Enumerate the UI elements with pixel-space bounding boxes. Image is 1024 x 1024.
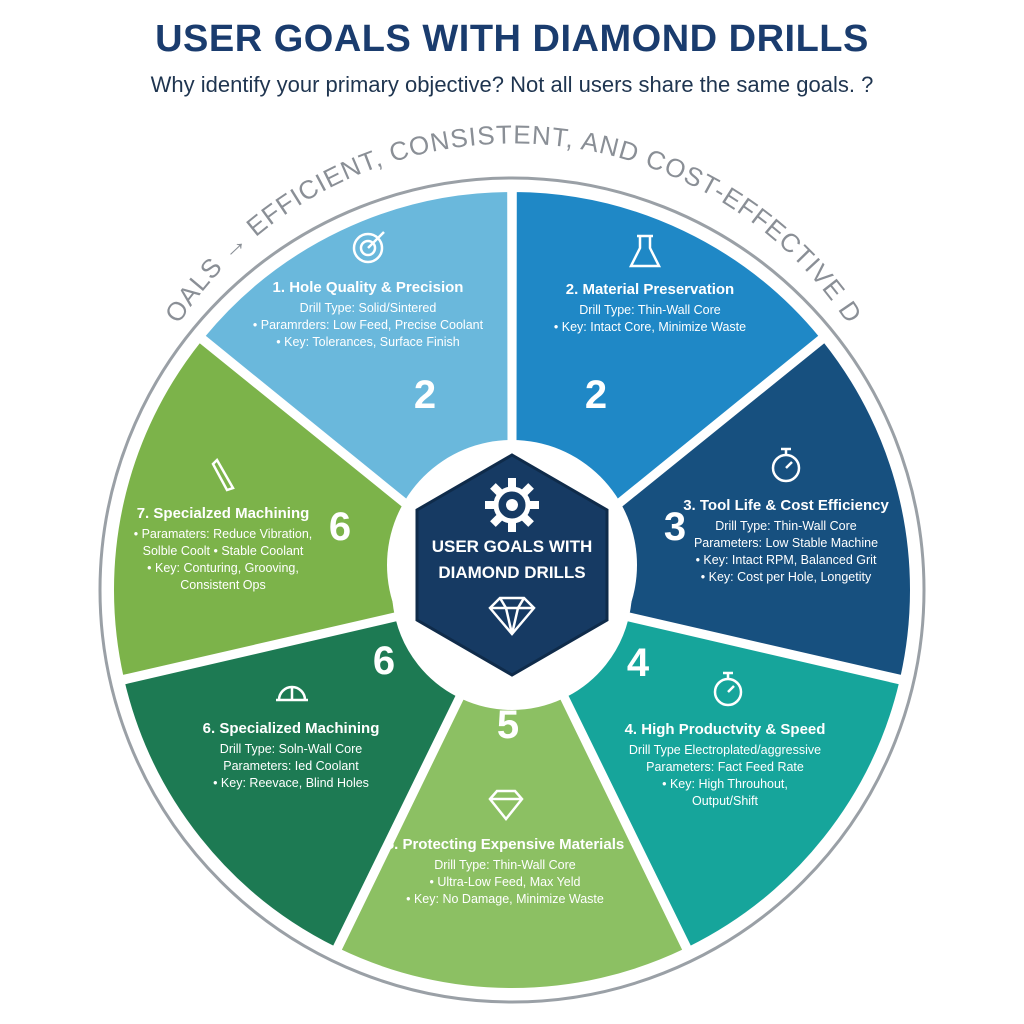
segment-detail-line: Consistent Ops bbox=[180, 578, 265, 592]
stopwatch-dollar-icon bbox=[771, 447, 801, 483]
segment-detail-line: • Key: Conturing, Grooving, bbox=[147, 561, 299, 575]
outer-ring bbox=[98, 176, 926, 1004]
center-hexagon bbox=[415, 453, 609, 677]
page-title: USER GOALS WITH DIAMOND DRILLS bbox=[155, 18, 869, 60]
segment-detail-line: Parameters: Ied Coolant bbox=[223, 759, 359, 773]
diamond-icon bbox=[488, 596, 536, 636]
segment-title: 1. Hole Quality & Precision bbox=[273, 279, 464, 296]
segment-number: 6 bbox=[329, 505, 351, 549]
segment-number: 4 bbox=[627, 641, 650, 685]
segment-wedge bbox=[336, 694, 688, 992]
segment-title: 3. Tool Life & Cost Efficiency bbox=[683, 497, 889, 514]
segment-number: 3 bbox=[664, 505, 686, 549]
segment-detail-line: Drill Type: Thin-Wall Core bbox=[434, 858, 576, 872]
gear-icon bbox=[485, 478, 539, 532]
stopwatch-icon bbox=[713, 671, 743, 707]
flask-icon bbox=[628, 234, 662, 268]
segment-detail-line: • Key: No Damage, Minimize Waste bbox=[406, 892, 604, 906]
segment-wedge bbox=[120, 616, 461, 951]
segment-detail-line: • Key: Cost per Hole, Longetity bbox=[701, 570, 872, 584]
target-icon bbox=[352, 231, 385, 264]
page-subtitle: Why identify your primary objective? Not… bbox=[150, 72, 874, 97]
segment-detail-line: Output/Shift bbox=[692, 794, 759, 808]
wrench-icon bbox=[211, 457, 235, 492]
hardhat-icon bbox=[276, 685, 308, 702]
segment-title: 7. Specialzed Machining bbox=[137, 505, 310, 522]
segment-number: 2 bbox=[585, 373, 607, 417]
segment-detail-line: Drill Type: Thin-Wall Core bbox=[579, 303, 721, 317]
segment-detail-line: • Paramaters: Reduce Vibration, bbox=[134, 527, 313, 541]
segment-detail-line: Solble Coolt • Stable Coolant bbox=[143, 544, 304, 558]
segment-title: 6. Specialized Machining bbox=[203, 720, 380, 737]
segment-detail-line: • Key: Tolerances, Surface Finish bbox=[276, 335, 459, 349]
center-title-line2: DIAMOND DRILLS bbox=[438, 563, 585, 582]
diamond-icon bbox=[488, 789, 524, 822]
segment-number: 5 bbox=[497, 703, 519, 747]
segment-number: 6 bbox=[373, 639, 395, 683]
segment-detail-line: Drill Type: Soln-Wall Core bbox=[220, 742, 362, 756]
segment-detail-line: Drill Type: Thin-Wall Core bbox=[715, 519, 857, 533]
segment-detail-line: • Key: Intact Core, Minimize Waste bbox=[554, 320, 746, 334]
center-title-line1: USER GOALS WITH bbox=[432, 537, 593, 556]
segment-wedge bbox=[563, 616, 904, 951]
segment-detail-line: • Key: Reevace, Blind Holes bbox=[213, 776, 369, 790]
segment-title: 4. High Productvity & Speed bbox=[625, 721, 826, 738]
segment-detail-line: • Key: High Throuhout, bbox=[662, 777, 788, 791]
segment-detail-line: Parameters: Low Stable Machine bbox=[694, 536, 878, 550]
segment-number: 2 bbox=[414, 373, 436, 417]
segment-detail-line: • Key: Intact RPM, Balanced Grit bbox=[696, 553, 877, 567]
segment-detail-line: Drill Type: Solid/Sintered bbox=[300, 301, 437, 315]
segment-title: 5. Protecting Expensive Materials bbox=[386, 836, 624, 853]
segment-detail-line: Parameters: Fact Feed Rate bbox=[646, 760, 804, 774]
segment-detail-line: • Ultra-Low Feed, Max Yeld bbox=[430, 875, 581, 889]
goal-segment-7: 7. Specialzed Machining • Paramaters: Red… bbox=[110, 337, 422, 680]
segment-title: 2. Material Preservation bbox=[566, 281, 734, 298]
segment-detail-line: Drill Type Electroplated/aggressive bbox=[629, 743, 821, 757]
segment-detail-line: • Paramrders: Low Feed, Precise Coolant bbox=[253, 318, 484, 332]
